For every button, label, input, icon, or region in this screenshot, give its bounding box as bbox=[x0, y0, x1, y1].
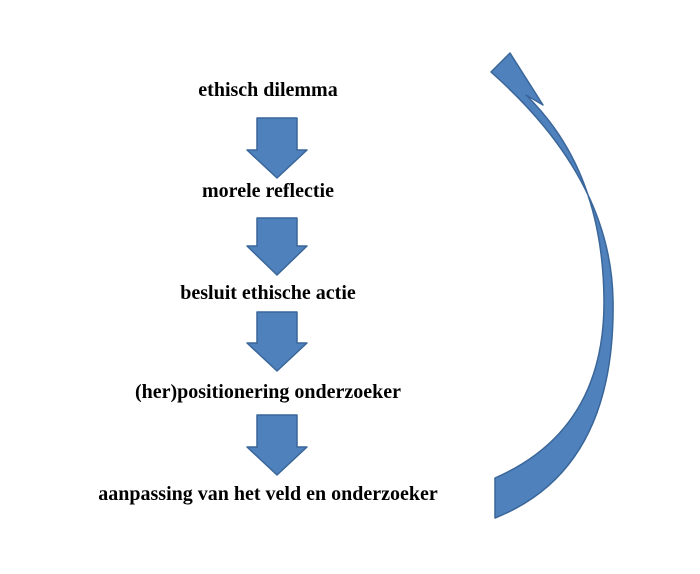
step-herpositionering-onderzoeker: (her)positionering onderzoeker bbox=[134, 381, 402, 403]
down-arrow-2 bbox=[246, 217, 308, 276]
down-arrow-1 bbox=[246, 117, 308, 179]
step-morele-reflectie: morele reflectie bbox=[202, 180, 334, 202]
down-arrow-4 bbox=[246, 414, 308, 476]
feedback-loop-arrow bbox=[490, 52, 614, 519]
step-besluit-ethische-actie: besluit ethische actie bbox=[180, 282, 356, 304]
step-aanpassing-veld-onderzoeker: aanpassing van het veld en onderzoeker bbox=[98, 483, 438, 505]
step-ethisch-dilemma: ethisch dilemma bbox=[198, 79, 338, 101]
down-arrow-3 bbox=[246, 311, 308, 372]
